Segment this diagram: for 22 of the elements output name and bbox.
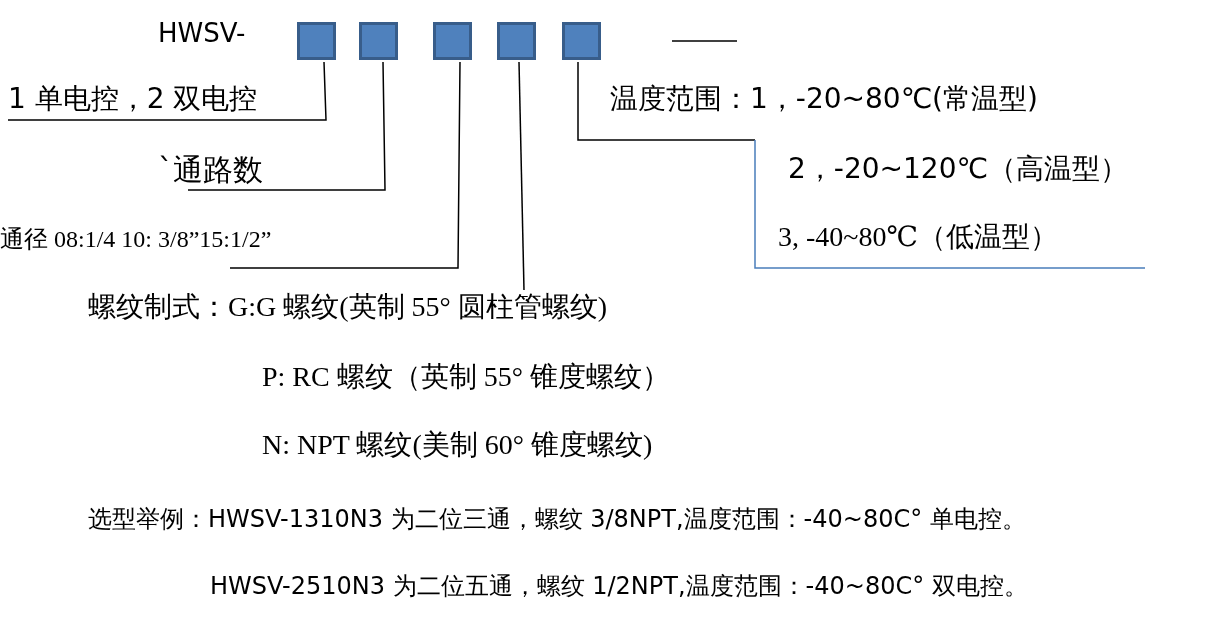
code-box: [297, 22, 336, 60]
leader-line: [577, 61, 611, 141]
option-text: 温度范围：1，-20~80℃(常温型): [610, 82, 1038, 116]
model-prefix: HWSV-: [158, 18, 246, 50]
code-box: [359, 22, 398, 60]
code-box: [433, 22, 472, 60]
leader-line: [518, 61, 525, 291]
code-box: [497, 22, 536, 60]
option-text: `通路数: [158, 152, 263, 188]
example-text: HWSV-2510N3 为二位五通，螺纹 1/2NPT,温度范围：-40~80C° 双电控。: [210, 572, 1028, 601]
option-text: 通径 08:1/4 10: 3/8”15:1/2”: [0, 225, 272, 254]
leader-line: [7, 61, 327, 121]
option-text: 螺纹制式：G:G 螺纹(英制 55° 圆柱管螺纹): [88, 290, 608, 324]
option-text: 3, -40~80℃（低温型）: [778, 220, 1058, 254]
option-text: 1 单电控，2 双电控: [8, 82, 258, 116]
example-text: 选型举例：HWSV-1310N3 为二位三通，螺纹 3/8NPT,温度范围：-40~80C° 单电控。: [88, 505, 1026, 534]
code-box: [562, 22, 601, 60]
leader-line: [229, 61, 461, 269]
option-text: N: NPT 螺纹(美制 60° 锥度螺纹): [262, 428, 653, 462]
option-text: P: RC 螺纹（英制 55° 锥度螺纹）: [262, 360, 670, 394]
leader-line: [187, 61, 386, 191]
option-text: 2，-20~120℃（高温型）: [788, 152, 1128, 186]
